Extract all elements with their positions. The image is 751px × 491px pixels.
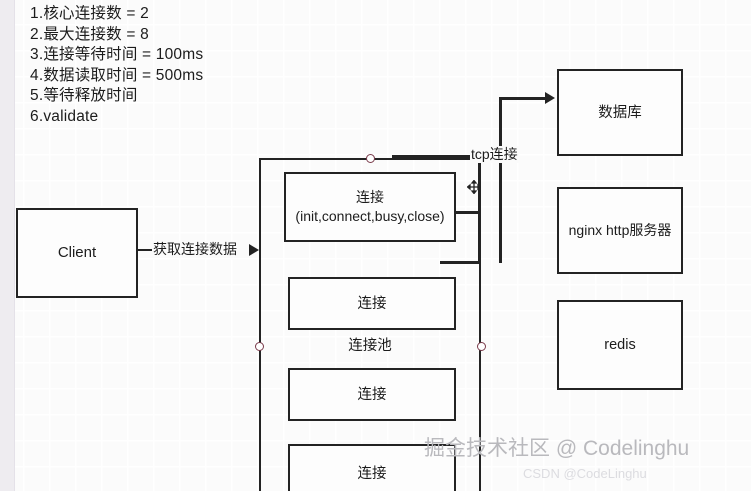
connection-handle-icon-right[interactable]: [476, 341, 486, 351]
node-connection[interactable]: 连接: [288, 368, 456, 421]
move-cursor-icon: [466, 179, 482, 195]
node-connection-label: 连接: [357, 466, 387, 482]
edge-tcp-segment-lower: [478, 211, 481, 263]
node-nginx-server[interactable]: nginx http服务器: [557, 187, 683, 274]
node-connection-label: 连接: [357, 386, 387, 403]
node-connection[interactable]: 连接: [288, 444, 456, 491]
watermark-text: 掘金技术社区 @ Codelinghu: [424, 437, 690, 460]
node-connection-detail-states: (init,connect,busy,close): [295, 208, 445, 224]
node-connection-pool-label: 连接池: [348, 338, 392, 354]
node-nginx-server-label: nginx http服务器: [568, 222, 672, 238]
config-note-line: 1.核心连接数 = 2: [30, 5, 149, 22]
node-redis-label: redis: [604, 337, 636, 353]
edge-tcp-segment-conn: [456, 211, 480, 214]
watermark-subtext: CSDN @CodeLinghu: [523, 466, 647, 481]
edge-client-to-pool-label: 获取连接数据: [152, 241, 238, 258]
config-note-line: 5.等待释放时间: [30, 87, 138, 104]
config-note-line: 6.validate: [30, 107, 99, 125]
edge-client-to-pool-line: [138, 248, 152, 251]
config-note-line: 3.连接等待时间 = 100ms: [30, 46, 204, 63]
node-connection-detail[interactable]: 连接 (init,connect,busy,close): [284, 172, 456, 242]
page-left-margin: [0, 0, 15, 491]
node-connection-detail-title: 连接: [355, 189, 384, 205]
connection-handle-icon-left[interactable]: [254, 341, 264, 351]
connection-handle-icon-top[interactable]: [366, 154, 375, 163]
edge-tcp-label: tcp连接: [470, 146, 519, 163]
edge-tcp-segment-db-entry: [499, 97, 545, 100]
node-client-label: Client: [57, 244, 97, 261]
edge-tcp-segment-top: [392, 155, 470, 158]
edge-tcp-segment-riser: [478, 155, 481, 213]
arrow-head-icon: [249, 244, 259, 256]
edge-tcp-segment-db-riser: [499, 98, 502, 263]
node-redis[interactable]: redis: [557, 300, 683, 390]
config-note-line: 4.数据读取时间 = 500ms: [30, 66, 204, 84]
config-notes: 1.核心连接数 = 2 2.最大连接数 = 8 3.连接等待时间 = 100ms…: [30, 4, 330, 127]
arrow-head-icon-database: [545, 92, 555, 104]
node-client[interactable]: Client: [16, 208, 138, 298]
node-database[interactable]: 数据库: [557, 69, 683, 156]
edge-tcp-segment-foot: [440, 261, 480, 264]
node-connection[interactable]: 连接: [288, 277, 456, 330]
node-connection-label: 连接: [357, 295, 387, 312]
config-note-line: 2.最大连接数 = 8: [30, 25, 149, 43]
node-database-label: 数据库: [598, 104, 642, 121]
